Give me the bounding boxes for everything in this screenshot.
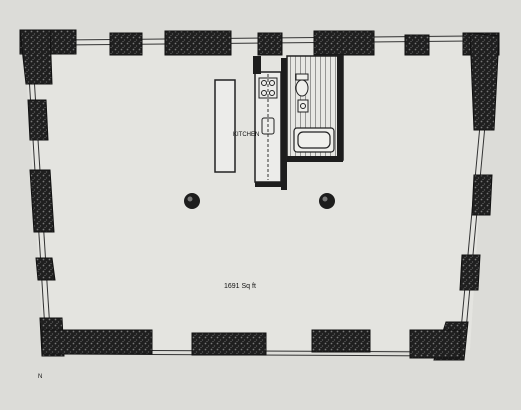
toilet-icon	[295, 73, 309, 97]
corner-mark: N	[38, 374, 42, 380]
kitchen-wall	[255, 182, 287, 187]
column-icon	[184, 193, 200, 209]
stove-icon	[258, 77, 278, 99]
kitchen-wall	[253, 56, 261, 74]
floor-area	[24, 38, 490, 350]
kitchen-island	[214, 79, 236, 173]
wall-pier	[191, 332, 267, 356]
wall-pier	[27, 99, 49, 141]
wall-pier	[29, 169, 55, 233]
wall-pier	[471, 174, 493, 216]
wall-pier	[164, 30, 232, 56]
exterior-walls	[19, 29, 500, 361]
wall-pier	[41, 329, 153, 355]
kitchen-label: KITCHEN	[233, 132, 259, 138]
sink-icon	[261, 117, 275, 135]
wall-pier	[313, 30, 375, 56]
wall-pier	[19, 29, 53, 85]
kitchen-wall	[281, 58, 287, 190]
wall-pier	[257, 32, 283, 56]
bathtub-icon	[293, 127, 335, 153]
column-icon	[319, 193, 335, 209]
wall-pier	[409, 329, 461, 359]
wall-pier	[311, 329, 371, 353]
wall-pier	[404, 34, 430, 56]
area-label: 1691 Sq ft	[224, 283, 256, 290]
wall-pier	[469, 32, 500, 131]
wall-pier	[459, 254, 481, 291]
vanity-icon	[297, 99, 309, 113]
wall-pier	[35, 257, 56, 281]
wall-pier	[109, 32, 143, 56]
